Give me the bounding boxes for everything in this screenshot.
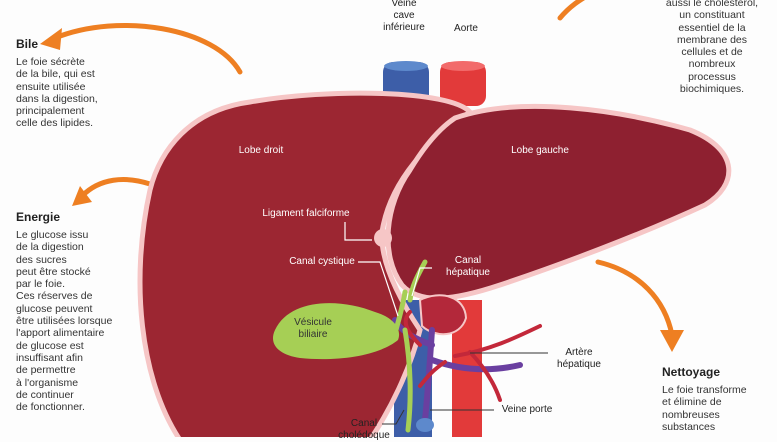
nettoyage-line: et élimine de xyxy=(662,396,722,409)
nettoyage-line: Le foie transforme xyxy=(662,384,747,396)
nettoyage-description: Le foie transforme et élimine de nombreu… xyxy=(662,384,774,433)
label-canal-cystique: Canal cystique xyxy=(289,256,355,267)
energie-line: de continuer xyxy=(16,388,74,401)
hepatic-artery xyxy=(453,324,542,358)
cystic-duct xyxy=(393,289,408,333)
arrow-cholesterol xyxy=(557,0,585,21)
label-vesicule: Vésicule biliaire xyxy=(284,317,342,341)
arrow-nettoyage xyxy=(595,259,675,338)
hepatic-duct xyxy=(407,259,428,303)
arrowhead-nettoyage xyxy=(660,330,684,352)
label-canal-choledoque-line2: cholédoque xyxy=(338,430,390,441)
bile-line: celle des lipides. xyxy=(16,117,94,130)
cholesterol-line: nombreux xyxy=(688,58,736,71)
label-artere-line1: Artère xyxy=(565,347,593,358)
energie-line: être utilisées lorsque xyxy=(16,315,113,328)
aorta-top xyxy=(440,62,486,106)
arrowhead-bile xyxy=(40,28,62,50)
energie-line: des sucres xyxy=(16,253,67,266)
energie-heading: Energie xyxy=(16,210,61,224)
energie-line: peut être stocké xyxy=(16,265,91,278)
left-lobe xyxy=(385,103,732,301)
energie-line: Le glucose issu xyxy=(16,229,89,241)
leader-ligament xyxy=(344,222,372,241)
common-bile-duct xyxy=(402,327,413,433)
label-lobe-gauche: Lobe gauche xyxy=(511,145,569,156)
leader-canal-choledoque xyxy=(382,409,405,425)
right-lobe xyxy=(137,90,474,437)
gallbladder xyxy=(272,303,400,360)
energie-line: glucose peuvent xyxy=(16,302,93,315)
label-canal-choledoque-line1: Canal xyxy=(350,418,378,429)
label-veine-cave-line1: Veine xyxy=(391,0,417,9)
bile-line: ensuite utilisée xyxy=(16,80,86,93)
arrow-energie xyxy=(79,177,153,199)
nettoyage-line: nombreuses xyxy=(662,408,720,421)
label-artere-hepatique: Artère hépatique xyxy=(550,347,608,371)
leader-canal-cystique xyxy=(358,261,399,317)
label-veine-porte: Veine porte xyxy=(501,404,553,415)
bile-description: Le foie sécrète de la bile, qui est ensu… xyxy=(16,56,136,130)
bile-line: Le foie sécrète xyxy=(16,56,85,68)
energie-line: de glucose est xyxy=(16,339,84,352)
label-canal-choledoque: Canal cholédoque xyxy=(336,418,392,442)
label-veine-cave: Veine cave inférieure xyxy=(376,0,432,34)
energie-line: de fonctionner. xyxy=(16,401,85,414)
bile-line: dans la digestion, xyxy=(16,92,98,105)
bile-line: de la bile, qui est xyxy=(16,68,95,81)
bile-line: principalement xyxy=(16,105,85,118)
cholesterol-line: un constituant xyxy=(679,9,745,22)
energie-description: Le glucose issu de la digestion des sucr… xyxy=(16,229,136,413)
cholesterol-line: essentiel de la xyxy=(678,21,746,34)
energie-line: par le foie. xyxy=(16,278,66,291)
label-vesicule-line2: biliaire xyxy=(298,329,328,340)
nettoyage-heading: Nettoyage xyxy=(662,365,721,379)
cholesterol-line: membrane des xyxy=(676,33,748,46)
cholesterol-line: aussi le cholestérol, xyxy=(665,0,759,9)
label-canal-hepatique-line1: Canal xyxy=(454,255,482,266)
energie-line: Ces réserves de xyxy=(16,290,93,303)
label-aorte: Aorte xyxy=(454,23,478,34)
energie-line: à l'organisme xyxy=(16,376,79,389)
cholesterol-line: processus xyxy=(688,70,736,83)
label-canal-hepatique: Canal hépatique xyxy=(436,255,500,279)
leader-canal-hepatique xyxy=(411,267,432,297)
nettoyage-line: substances xyxy=(662,420,716,433)
energie-line: l'apport alimentaire xyxy=(16,327,105,340)
label-canal-hepatique-line2: hépatique xyxy=(446,267,490,278)
arrowhead-energie xyxy=(72,186,92,206)
energie-line: insuffisant afin xyxy=(16,351,83,364)
label-artere-line2: hépatique xyxy=(557,359,601,370)
bile-heading: Bile xyxy=(16,37,39,51)
label-veine-cave-line3: inférieure xyxy=(383,22,425,33)
cholesterol-line: cellules et de xyxy=(681,46,743,59)
label-veine-cave-line2: cave xyxy=(393,10,415,21)
label-vesicule-line1: Vésicule xyxy=(294,317,332,328)
cholesterol-description: aussi le cholestérol, un constituant ess… xyxy=(657,0,767,95)
label-lobe-droit: Lobe droit xyxy=(238,145,284,156)
energie-line: de permettre xyxy=(16,364,76,377)
cholesterol-line: biochimiques. xyxy=(679,83,745,96)
arrow-bile xyxy=(52,22,243,75)
label-ligament-falciforme: Ligament falciforme xyxy=(262,208,350,219)
energie-line: de la digestion xyxy=(16,241,84,254)
